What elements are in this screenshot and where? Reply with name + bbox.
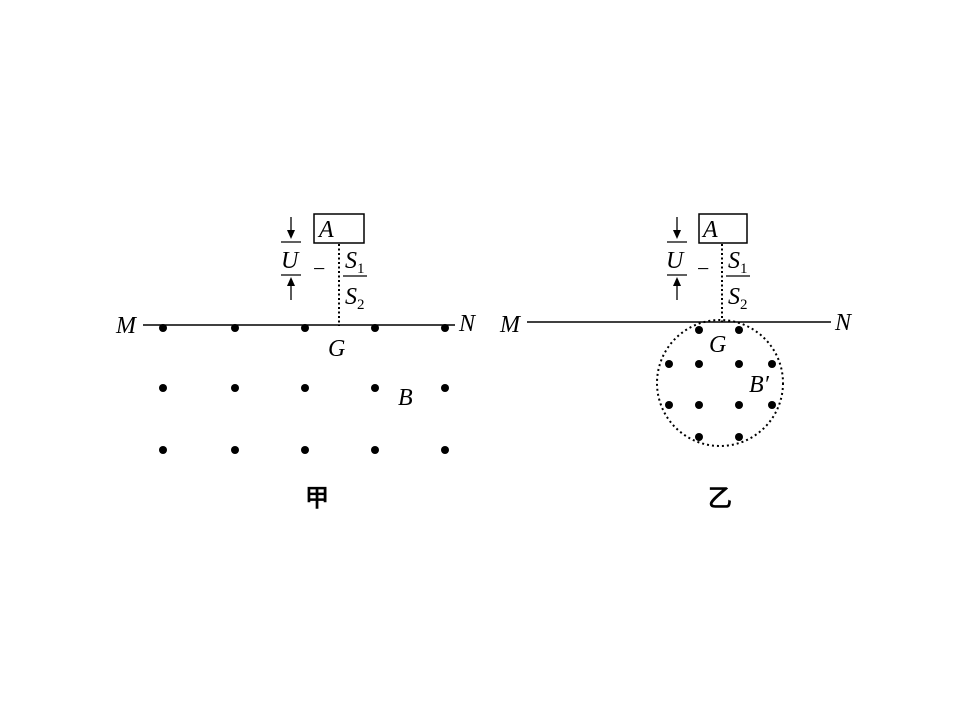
voltage-label-right: U [666,248,685,274]
minus-sign-left: − [313,256,325,281]
field-dot-left [159,324,167,332]
source-label-left: A [317,217,334,243]
field-dot-right [735,360,743,368]
field-dot-left [301,324,309,332]
plate-s2-label-right: S2 [728,284,748,313]
field-label-b: B [398,385,413,411]
field-dot-right [665,401,673,409]
field-dot-right [695,360,703,368]
field-dot-right [735,433,743,441]
figure-left: A U − S1 S2 M N G B 甲 [115,213,477,512]
field-region-circle [656,319,784,447]
plate-s1-label-right: S1 [728,248,748,277]
field-dot-right [665,360,673,368]
field-dot-right [768,360,776,368]
voltage-indicator-right [667,217,687,300]
voltage-indicator-left [281,217,301,300]
caption-right: 乙 [708,484,732,512]
field-dot-left [371,384,379,392]
figure-right: A U − S1 S2 M N G B′ 乙 [499,213,853,512]
label-m-left: M [115,313,138,339]
label-g-left: G [328,336,345,362]
field-dot-left [231,384,239,392]
source-label-right: A [701,217,718,243]
field-dot-left [231,324,239,332]
field-dot-left [159,384,167,392]
field-dot-right [695,401,703,409]
field-dot-left [231,446,239,454]
plate-s1-label-left: S1 [345,248,365,277]
field-dot-right [768,401,776,409]
field-label-b-prime: B′ [749,372,770,398]
label-g-right: G [709,332,726,358]
caption-left: 甲 [305,484,329,512]
field-dot-right [735,401,743,409]
label-n-right: N [834,310,853,336]
field-dot-left [159,446,167,454]
field-dots-right [665,326,776,441]
source-box-left [313,213,365,244]
label-n-left: N [458,311,477,337]
field-dot-left [371,324,379,332]
field-dot-left [371,446,379,454]
minus-sign-right: − [697,256,709,281]
label-m-right: M [499,312,522,338]
plate-s2-label-left: S2 [345,284,365,313]
field-dot-right [735,326,743,334]
field-dot-left [301,446,309,454]
field-dot-left [441,324,449,332]
field-dot-right [695,326,703,334]
field-dot-right [695,433,703,441]
field-dots-left [159,324,449,454]
field-dot-left [301,384,309,392]
field-dot-left [441,446,449,454]
source-box-right [698,213,748,244]
voltage-label-left: U [281,248,300,274]
field-dot-left [441,384,449,392]
